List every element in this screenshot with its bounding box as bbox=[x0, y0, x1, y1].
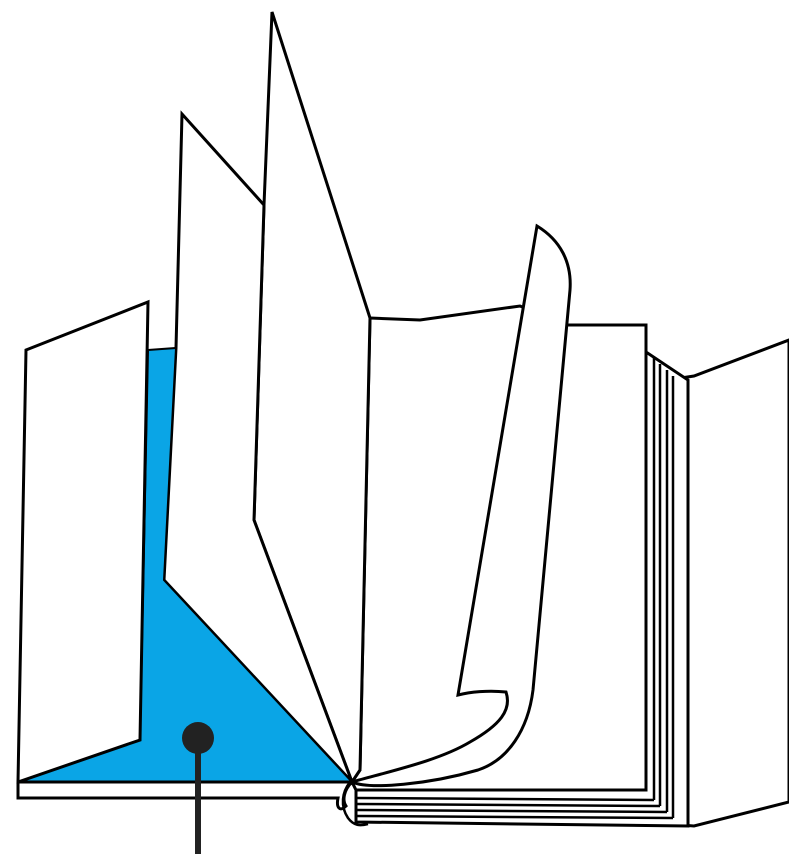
front-board bbox=[18, 782, 352, 809]
front-flyleaf bbox=[18, 302, 148, 782]
pointer-dot bbox=[182, 722, 214, 754]
